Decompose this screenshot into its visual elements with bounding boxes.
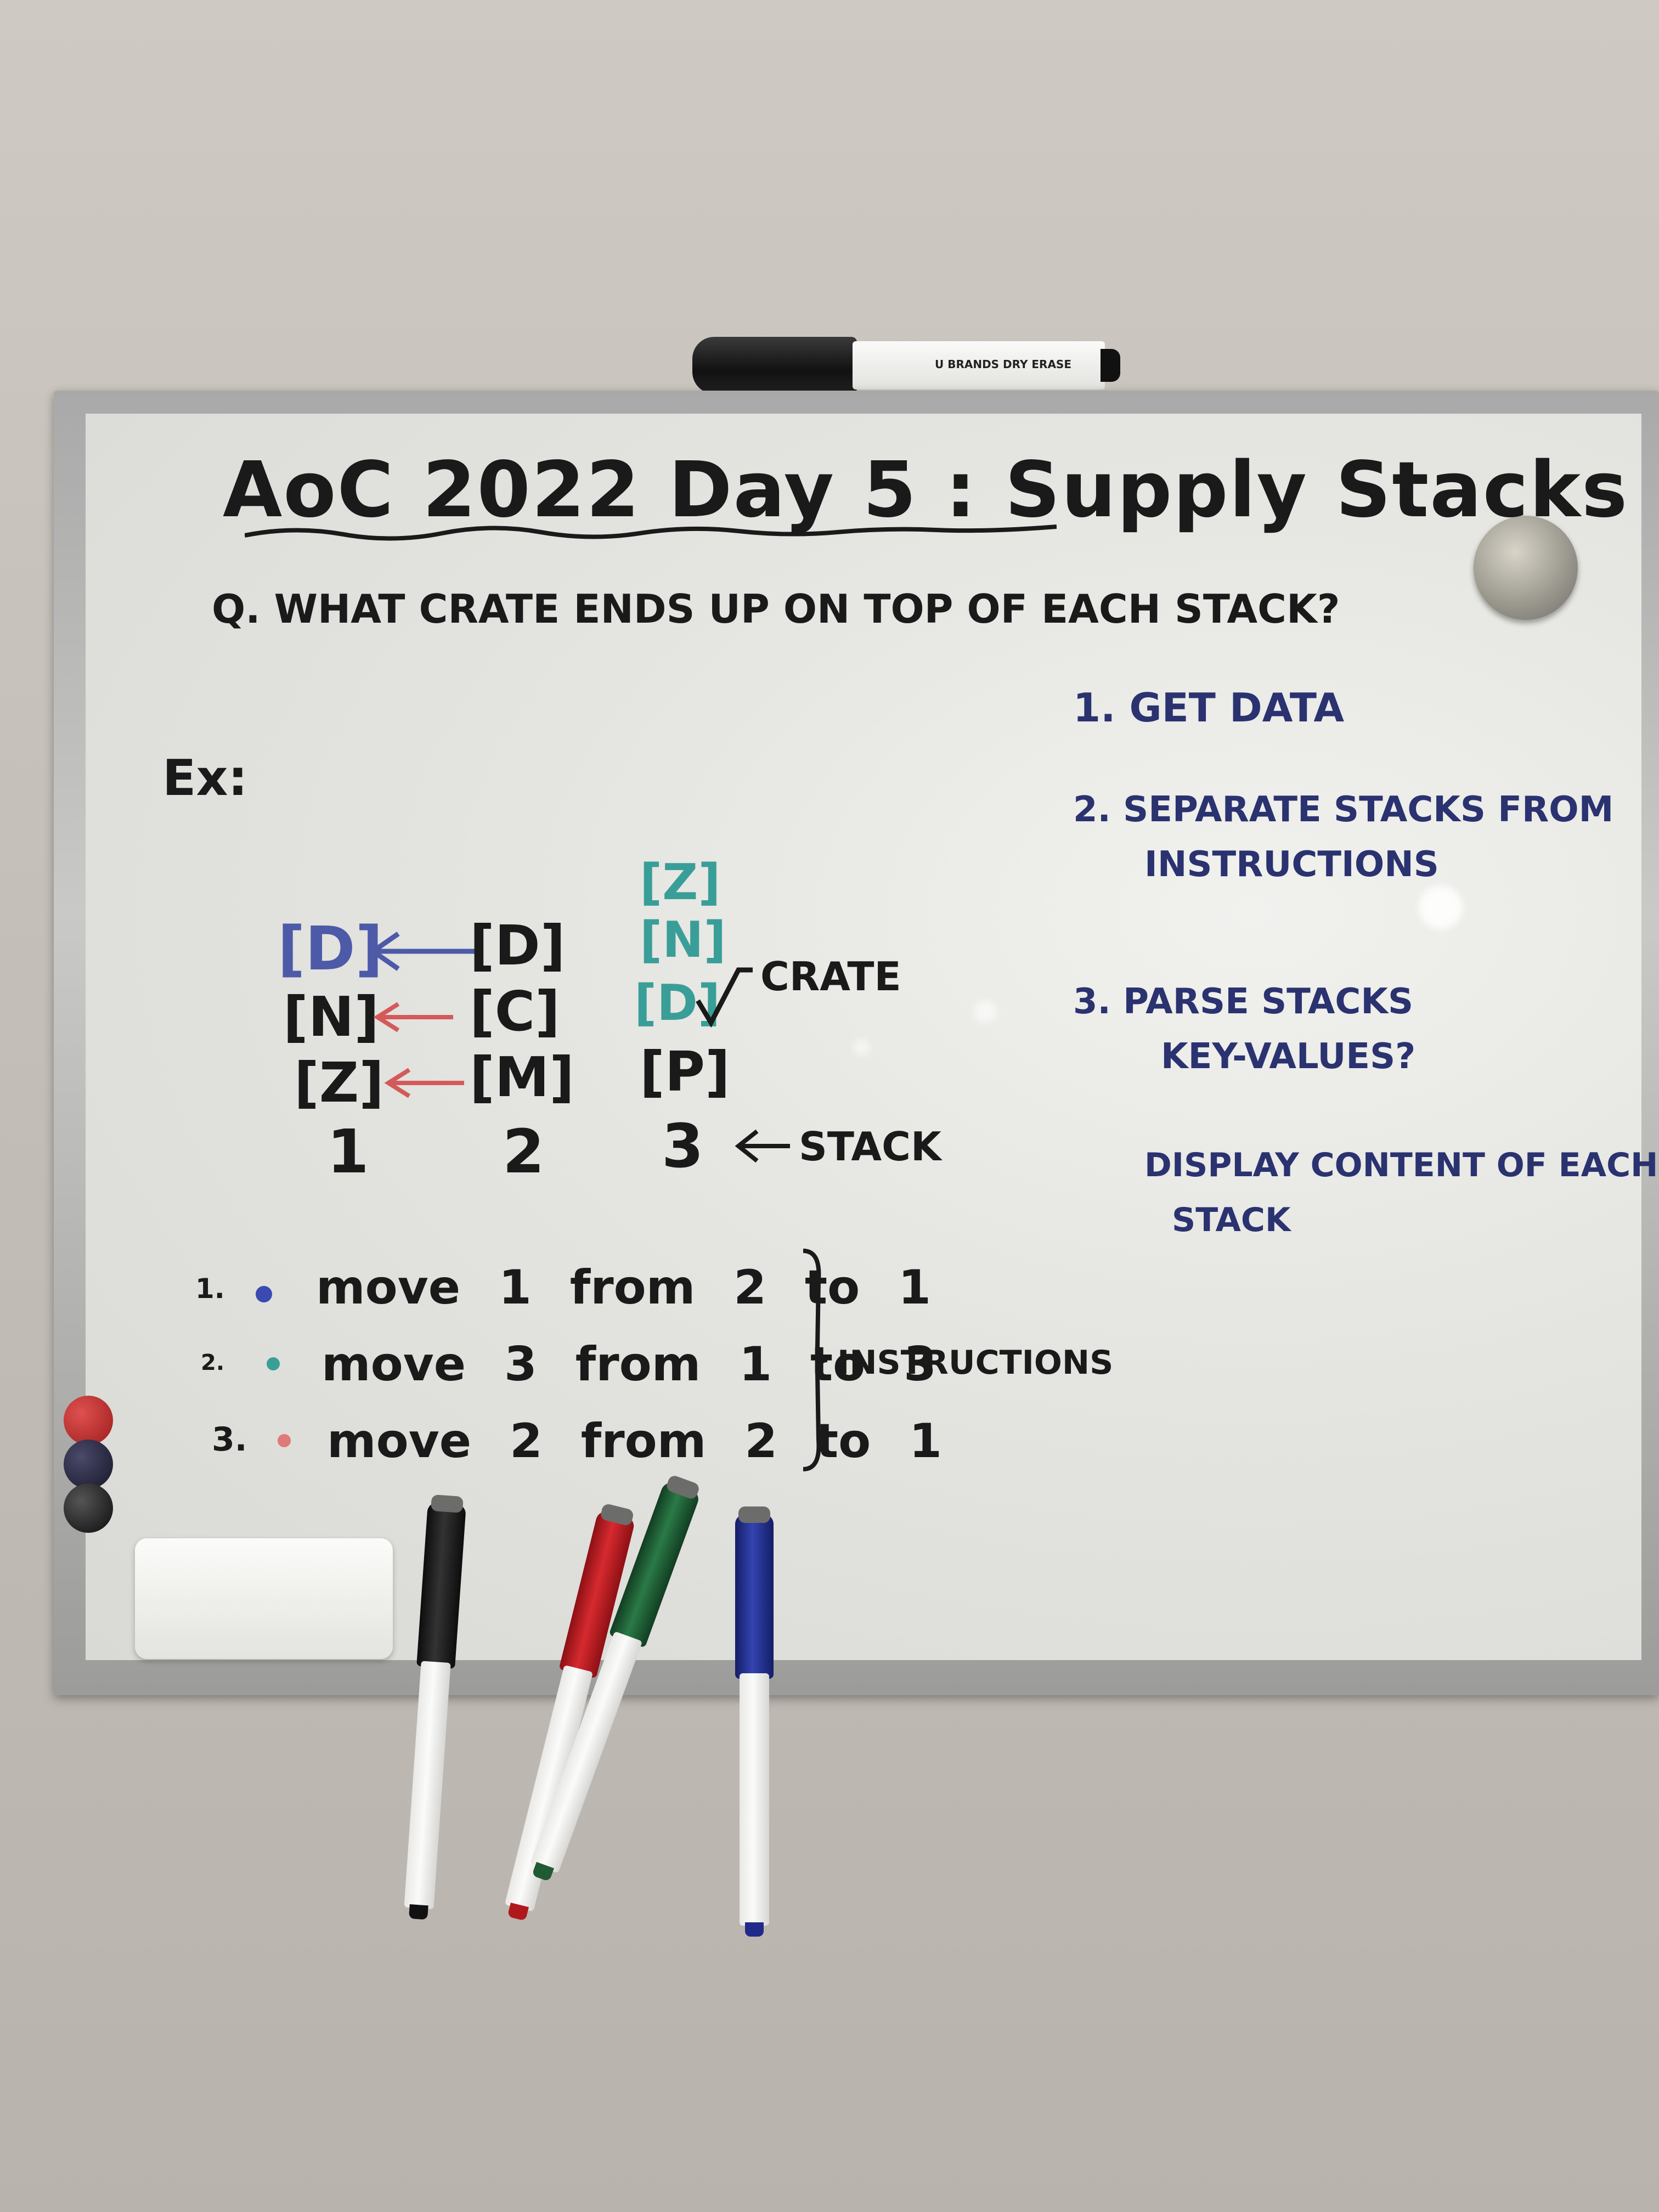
stack3-crate-n: [N] bbox=[640, 911, 726, 969]
blue-arrow bbox=[369, 932, 481, 971]
stack2-crate-c: [C] bbox=[470, 979, 560, 1043]
light-glare bbox=[854, 1039, 870, 1056]
step-parse-line1: 3. PARSE STACKS bbox=[1073, 981, 1414, 1022]
crate-label: CRATE bbox=[760, 953, 901, 1000]
step-separate-line1: 2. SEPARATE STACKS FROM bbox=[1073, 789, 1614, 830]
black-magnet bbox=[64, 1483, 113, 1533]
instruction-number: 1. bbox=[195, 1273, 225, 1305]
stack3-crate-z: [Z] bbox=[640, 854, 721, 911]
red-arrow bbox=[384, 1068, 464, 1098]
stack2-number: 2 bbox=[503, 1116, 545, 1187]
left-arrow bbox=[735, 1129, 790, 1163]
example-label: Ex: bbox=[162, 749, 248, 807]
stack-label: STACK bbox=[799, 1124, 941, 1170]
teal-dot bbox=[267, 1357, 280, 1370]
stack3-crate-d: [D] bbox=[634, 974, 720, 1032]
red-dot bbox=[278, 1434, 291, 1447]
whiteboard: AoC 2022 Day 5 : Supply Stacks Q. WHAT C… bbox=[54, 391, 1659, 1695]
step-get-data: 1. GET DATA bbox=[1073, 685, 1345, 731]
top-marker: U BRANDS DRY ERASE bbox=[692, 337, 1120, 394]
stack3-number: 3 bbox=[662, 1111, 704, 1181]
stack2-crate-d: [D] bbox=[470, 913, 566, 978]
red-magnet bbox=[64, 1396, 113, 1445]
whiteboard-surface: AoC 2022 Day 5 : Supply Stacks Q. WHAT C… bbox=[64, 414, 1658, 1660]
light-glare bbox=[1419, 885, 1463, 929]
stack2-crate-m: [M] bbox=[470, 1045, 574, 1109]
title-underline bbox=[245, 524, 1057, 541]
checkmark-arrow bbox=[696, 967, 753, 1028]
stack1-number: 1 bbox=[327, 1116, 369, 1187]
round-magnet bbox=[1474, 516, 1578, 620]
curly-brace bbox=[803, 1249, 828, 1471]
top-marker-cap bbox=[692, 337, 857, 394]
top-marker-barrel: U BRANDS DRY ERASE bbox=[853, 341, 1105, 390]
blue-dot bbox=[256, 1286, 272, 1302]
board-title: AoC 2022 Day 5 : Supply Stacks bbox=[223, 445, 1629, 535]
step-parse-line2: KEY-VALUES? bbox=[1161, 1036, 1416, 1077]
stack1-crate-n: [N] bbox=[283, 985, 380, 1049]
red-arrow bbox=[373, 1002, 453, 1032]
light-glare bbox=[974, 1001, 996, 1023]
stack1-crate-d: [D] bbox=[278, 913, 383, 984]
stack1-crate-z: [Z] bbox=[294, 1051, 384, 1115]
question-text: Q. WHAT CRATE ENDS UP ON TOP OF EACH STA… bbox=[212, 586, 1340, 632]
instructions-label: INSTRUCTIONS bbox=[837, 1344, 1114, 1382]
dark-blue-magnet bbox=[64, 1440, 113, 1489]
step-separate-line2: INSTRUCTIONS bbox=[1144, 844, 1439, 885]
blue-marker bbox=[735, 1506, 774, 1937]
instruction-text: move 3 from 1 to 3 bbox=[321, 1337, 937, 1392]
instruction-text: move 2 from 2 to 1 bbox=[327, 1414, 943, 1469]
step-display-line1: DISPLAY CONTENT OF EACH bbox=[1144, 1146, 1658, 1184]
top-marker-label: U BRANDS DRY ERASE bbox=[935, 358, 1071, 371]
stack3-crate-p: [P] bbox=[640, 1040, 730, 1104]
top-marker-tip bbox=[1101, 349, 1120, 382]
instruction-number: 3. bbox=[212, 1420, 247, 1459]
eraser bbox=[135, 1538, 393, 1659]
instruction-number: 2. bbox=[201, 1350, 225, 1375]
instruction-text: move 1 from 2 to 1 bbox=[316, 1260, 932, 1315]
step-display-line2: STACK bbox=[1172, 1201, 1291, 1239]
